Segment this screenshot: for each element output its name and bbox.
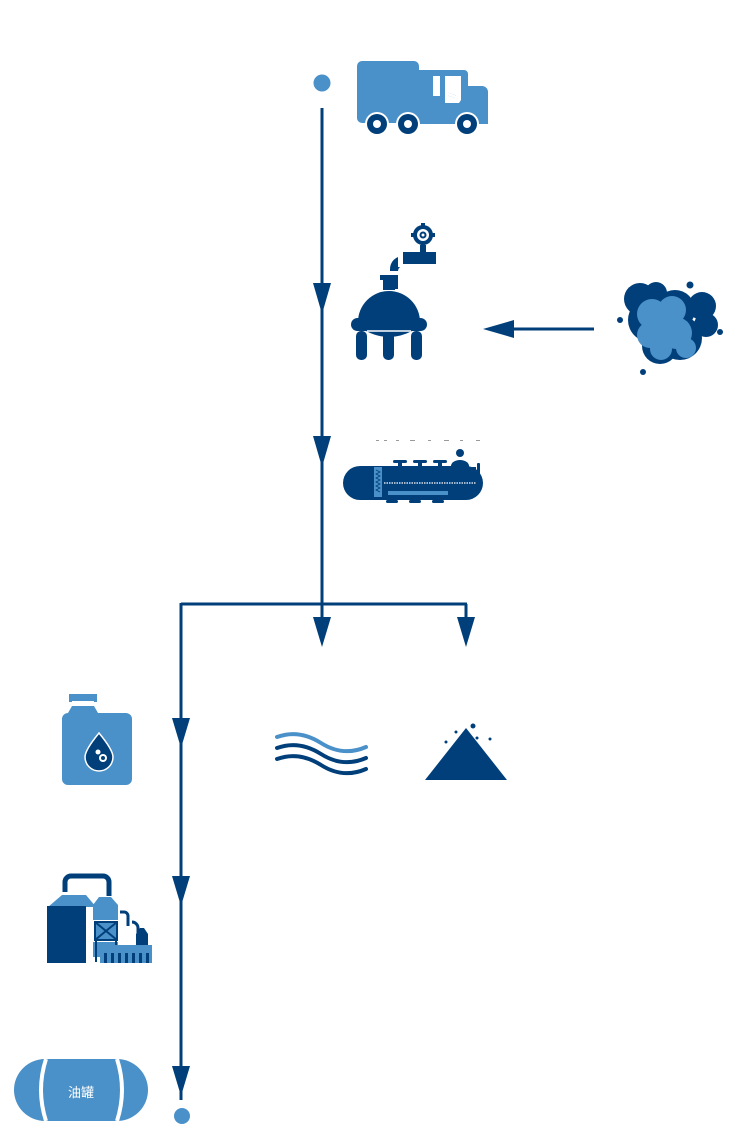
flow-lines xyxy=(179,108,594,1100)
arrow-down-icon xyxy=(313,617,331,647)
arrow-down-icon xyxy=(172,876,190,906)
oil-tank-label: 油罐 xyxy=(68,1086,94,1101)
arrow-down-icon xyxy=(313,283,331,314)
smoke-cloud-icon xyxy=(617,281,723,375)
arrow-down-icon xyxy=(313,436,331,467)
solid-residue-pile-icon xyxy=(425,723,507,780)
arrow-left-icon xyxy=(483,320,514,338)
arrow-down-icon xyxy=(172,1066,190,1096)
spherical-reactor-icon xyxy=(351,223,436,360)
truck-icon xyxy=(357,61,488,136)
horizontal-separator-tank-icon xyxy=(343,440,483,503)
start-dot xyxy=(313,74,331,92)
arrow-down-icon xyxy=(457,617,475,647)
water-waves-icon xyxy=(275,732,368,776)
oil-canister-icon xyxy=(62,694,132,785)
oil-storage-tank-icon: 油罐 xyxy=(14,1058,148,1122)
arrowheads xyxy=(172,283,514,1096)
separator-caption-faint xyxy=(376,440,480,441)
arrow-down-icon xyxy=(172,718,190,748)
end-dot xyxy=(174,1108,190,1124)
refinery-plant-icon xyxy=(47,873,152,963)
